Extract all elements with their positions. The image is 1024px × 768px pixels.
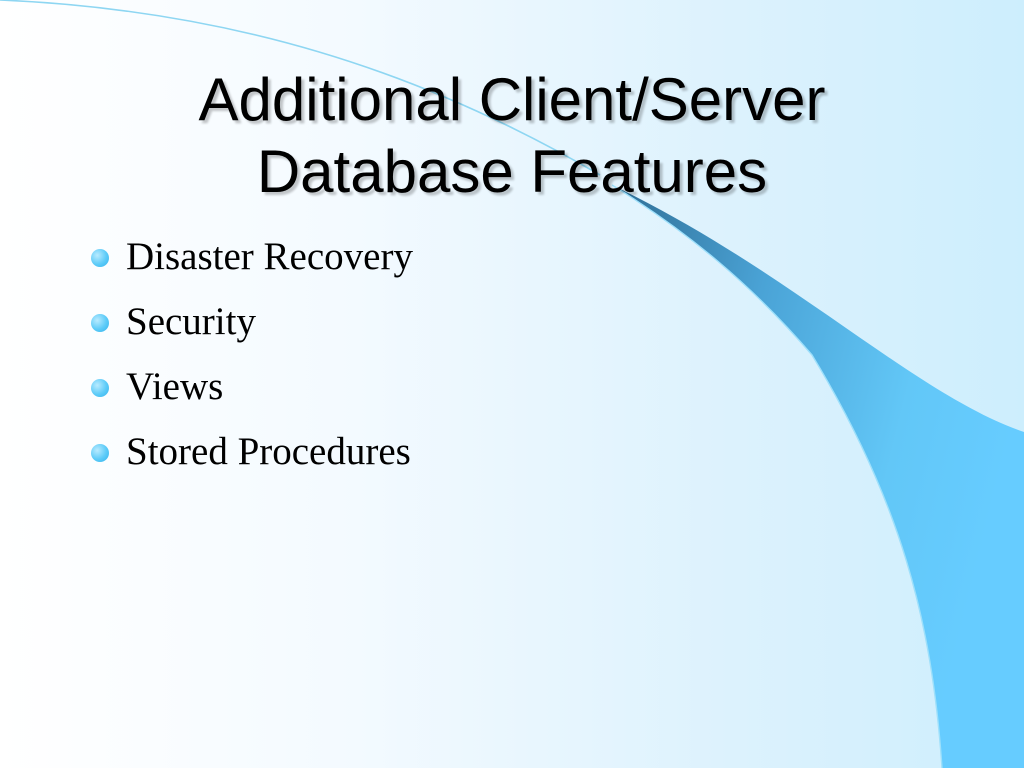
slide-title-line-1: Additional Client/Server [198, 66, 826, 133]
bullet-dot-icon [91, 314, 109, 332]
bullet-list: Disaster Recovery Security Views Stored … [90, 228, 413, 488]
bullet-text: Views [126, 365, 224, 408]
swoosh-highlight-edge [611, 184, 943, 768]
bullet-text: Stored Procedures [126, 430, 411, 473]
bullet-text: Disaster Recovery [126, 235, 413, 278]
bullet-text: Security [126, 300, 256, 343]
bullet-item-disaster-recovery: Disaster Recovery [90, 228, 413, 293]
slide-title: Additional Client/Server Database Featur… [0, 64, 1024, 208]
bullet-item-views: Views [90, 358, 413, 423]
swoosh-thin-arc [0, 0, 601, 176]
swoosh-main-shape [612, 185, 1024, 768]
bullet-dot-icon [91, 379, 109, 397]
bullet-item-security: Security [90, 293, 413, 358]
bullet-dot-icon [91, 249, 109, 267]
slide-title-line-2: Database Features [256, 138, 768, 205]
bullet-dot-icon [91, 444, 109, 462]
bullet-item-stored-procedures: Stored Procedures [90, 423, 413, 488]
